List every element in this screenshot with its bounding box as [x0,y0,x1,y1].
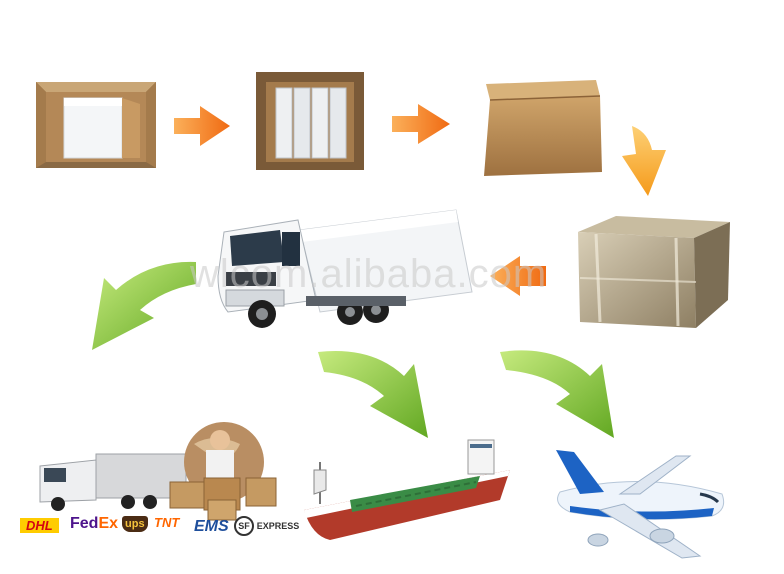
carrier-logos: DHL FedEx ups TNT EMS SF EXPRESS [18,514,299,544]
tnt-logo: TNT [154,515,180,530]
ups-logo: ups [122,516,148,532]
green-arrow-to-ship [318,351,428,438]
fedex-ex-text: Ex [98,515,119,532]
courier-truck-photo [39,422,277,521]
fedex-fed-text: Fed [70,515,99,532]
dhl-logo: DHL [20,518,59,533]
green-arrow-left-down [92,261,196,350]
filled-carton-photo [256,72,364,170]
ems-logo: EMS [194,518,229,535]
arrow-down [622,126,666,196]
wrapped-carton-photo [578,216,730,328]
watermark-text: wlcom.alibaba.com [190,252,548,296]
airplane-photo [556,450,725,559]
sf-mark: SF [234,516,254,536]
cargo-ship-photo [304,439,510,540]
arrow-right-2 [392,104,450,144]
closed-carton-photo [484,80,602,176]
arrow-left [490,256,546,296]
sf-logo: SF EXPRESS [234,516,299,536]
fedex-logo: FedEx [70,515,118,533]
open-carton-photo [36,82,156,168]
green-arrow-to-plane [500,350,614,438]
sf-express-text: EXPRESS [256,521,300,531]
white-truck-photo [217,209,473,328]
arrow-right-1 [174,106,230,146]
